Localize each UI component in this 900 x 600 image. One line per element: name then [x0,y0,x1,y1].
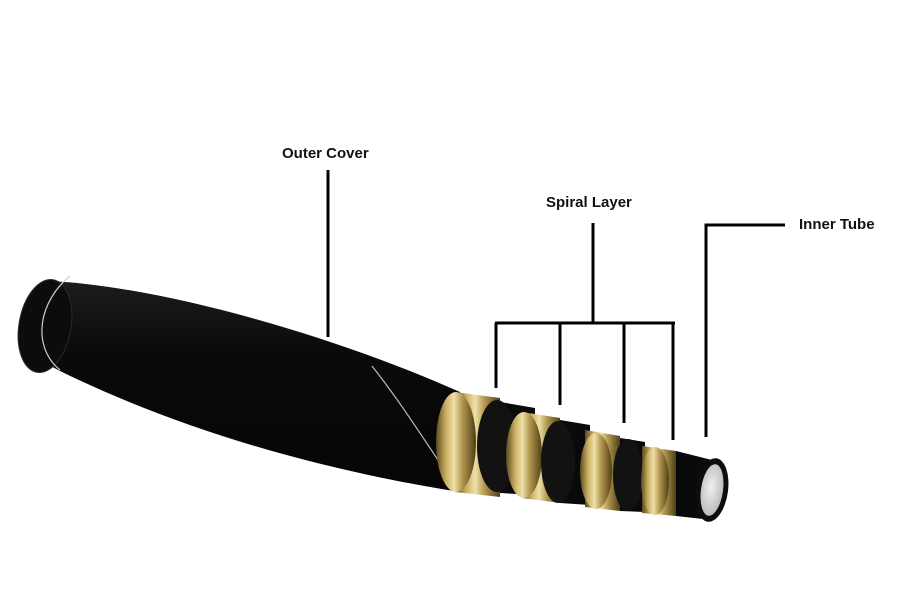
brass-band-edge [580,433,612,509]
brass-band-edge [436,392,476,492]
outer-cover-end [17,278,73,374]
leader-lines [326,170,785,440]
spiral-layer-bracket [494,223,675,440]
cover-seam-line [41,275,71,371]
rubber-band-edge [541,421,575,503]
inner-tube-leader [704,223,785,437]
brass-band-edge [506,412,542,498]
rubber-band-edge [613,439,643,511]
outer-cover [17,275,461,492]
spiral-layer-label: Spiral Layer [546,194,632,211]
outer-cover-body [25,281,461,492]
brass-band-edge [641,447,669,515]
inner-tube [676,451,729,522]
spiral-layers [436,392,676,516]
outer-cover-label: Outer Cover [282,145,369,162]
cover-seam-line [371,365,439,461]
inner-tube-bore [700,464,724,516]
inner-tube-label: Inner Tube [799,216,875,233]
